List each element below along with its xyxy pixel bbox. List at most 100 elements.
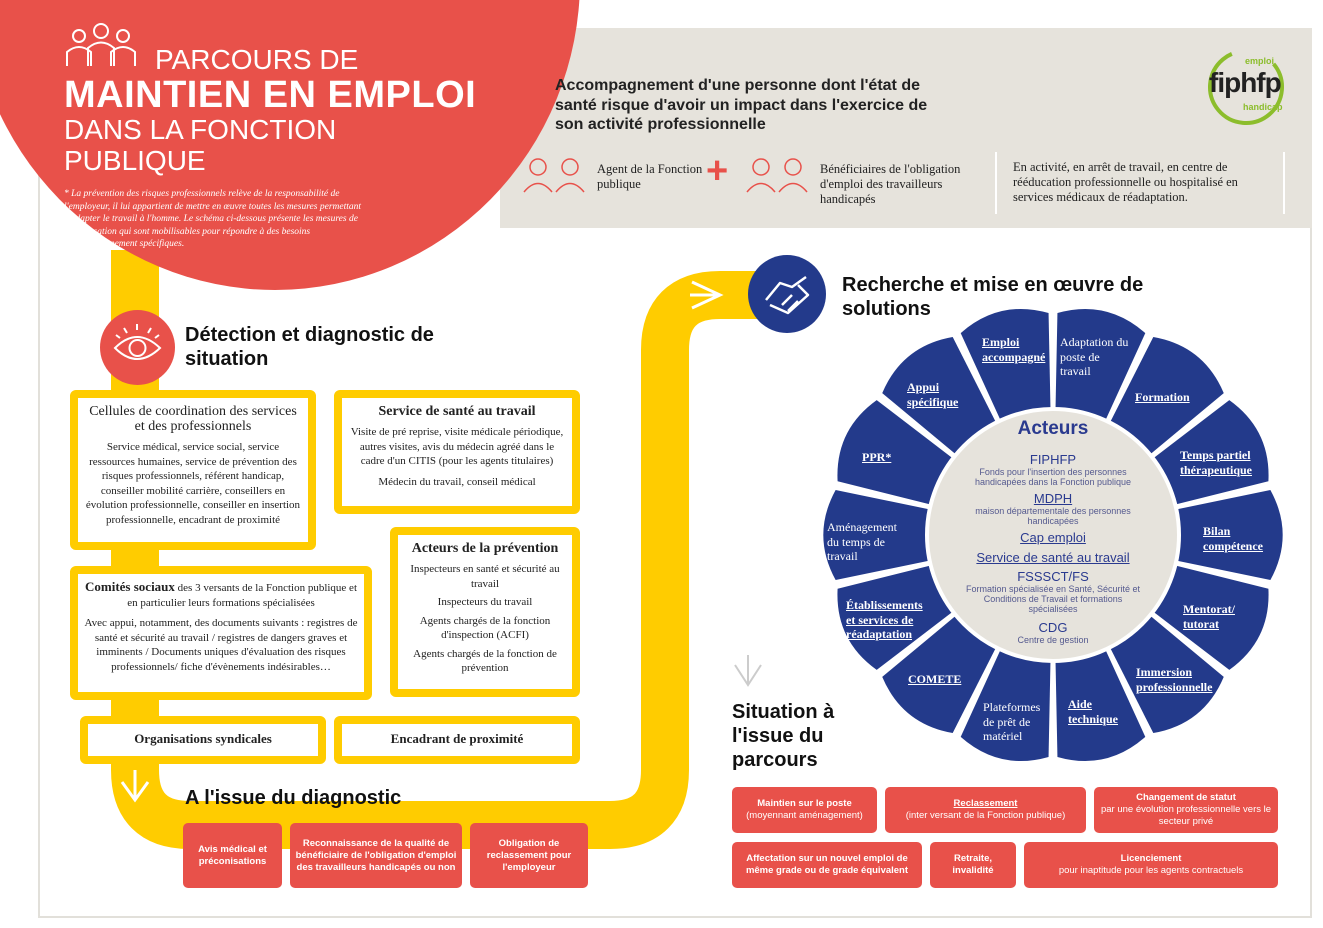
title-line2: MAINTIEN EN EMPLOI — [64, 74, 477, 116]
wheel-segment — [1055, 308, 1146, 426]
audience-agent: Agent de la Fonction publique — [597, 162, 703, 191]
wheel-emploi-accompagne[interactable]: Emploi accompagné — [982, 335, 1046, 364]
audience-beneficiaries: Bénéficiaires de l'obligation d'emploi d… — [820, 162, 961, 206]
outcome-bold: Changement de statut — [1136, 792, 1236, 803]
box-body: Avec appui, notamment, des documents sui… — [84, 617, 358, 673]
wheel-segment — [1148, 564, 1269, 670]
handshake-icon — [748, 255, 826, 333]
diagnostic-title: A l'issue du diagnostic — [185, 787, 402, 809]
outcome-title: Situation à l'issue du parcours — [732, 701, 835, 771]
box-body2: Médecin du travail, conseil médical — [378, 475, 536, 488]
wheel-mentorat[interactable]: Mentorat/ tutorat — [1183, 602, 1235, 631]
people-icon — [66, 23, 136, 66]
outcome-reclassement-final: Reclassement(inter versant de la Fonctio… — [885, 787, 1086, 833]
box-item: Agents chargés de la fonction d'inspecti… — [419, 614, 551, 642]
wheel-segment — [823, 489, 936, 581]
actor-desc: Centre de gestion — [1017, 635, 1089, 645]
footnote: * La prévention des risques professionne… — [64, 189, 362, 249]
wheel-segment — [960, 644, 1051, 762]
box-title: Acteurs de la prévention — [411, 541, 559, 556]
wheel-segment — [1107, 336, 1224, 459]
box-body: Visite de pré reprise, visite médicale p… — [350, 426, 564, 467]
box-syndicats: Organisations syndicales — [80, 716, 326, 764]
outcome-retraite: Retraite, invalidité — [930, 842, 1016, 888]
wheel-formation[interactable]: Formation — [1135, 390, 1190, 404]
actors-title: Acteurs — [1017, 418, 1089, 439]
box-item: Agents chargés de la fonction de prévent… — [413, 647, 557, 675]
title-line3: DANS LA FONCTION PUBLIQUE — [64, 114, 337, 176]
outcome-bold: Affectation sur un nouvel emploi de même… — [745, 853, 909, 876]
wheel-comete[interactable]: COMETE — [908, 672, 962, 686]
plus-icon: + — [706, 150, 729, 192]
actor-name: FSSSCT/FS — [1017, 569, 1089, 584]
title-line1: PARCOURS DE — [155, 44, 359, 75]
box-title: Comités sociaux — [85, 579, 175, 594]
wheel-segment — [1148, 400, 1269, 506]
outcome-affectation: Affectation sur un nouvel emploi de même… — [732, 842, 922, 888]
actors-circle — [925, 407, 1181, 663]
wheel-segment — [882, 336, 999, 459]
outcome-maintien: Maintien sur le poste(moyennant aménagem… — [732, 787, 877, 833]
outcome-bold[interactable]: Reclassement — [953, 798, 1018, 809]
box-encadrant: Encadrant de proximité — [334, 716, 580, 764]
wheel-appui-specifique[interactable]: Appui spécifique — [907, 380, 959, 409]
detection-title: Détection et diagnostic de situation — [185, 324, 434, 370]
wheel-etablissements[interactable]: Établissements et services de réadaptati… — [846, 598, 923, 641]
wheel-ppr[interactable]: PPR* — [862, 450, 892, 464]
box-coordination: Cellules de coordination des services et… — [70, 390, 316, 550]
outcome-normal: pour inaptitude pour les agents contract… — [1058, 865, 1244, 876]
box-item: Inspecteurs du travail — [437, 596, 533, 608]
header-band — [500, 28, 1312, 228]
outcome-avis: Avis médical et préconisations — [183, 823, 282, 888]
outcome-normal: par une évolution professionnelle vers l… — [1100, 804, 1272, 827]
wheel-segment — [960, 308, 1051, 426]
wheel-segment — [837, 564, 958, 670]
eye-icon — [100, 310, 175, 385]
solutions-wheel — [823, 308, 1283, 762]
actor-name: CDG — [1038, 620, 1068, 635]
wheel-segment — [1170, 489, 1283, 581]
beneficiaries-icon — [746, 158, 808, 193]
wheel-plateformes[interactable]: Plateformes de prêt de matériel — [983, 700, 1041, 743]
actor-sst[interactable]: Service de santé au travail — [953, 550, 1153, 565]
wheel-amenagement-temps[interactable]: Aménagement du temps de travail — [827, 520, 897, 563]
wheel-adaptation-poste[interactable]: Adaptation du poste de travail — [1060, 335, 1129, 378]
box-title: Service de santé au travail — [378, 404, 536, 419]
wheel-segment — [1107, 611, 1224, 734]
box-item: Inspecteurs en santé et sécurité au trav… — [410, 563, 560, 590]
wheel-temps-partiel[interactable]: Temps partiel thérapeutique — [1180, 448, 1252, 477]
actor-name[interactable]: Service de santé au travail — [976, 550, 1130, 565]
fiphfp-logo: emploi fiphfp handicap — [1205, 42, 1287, 132]
agents-icon — [523, 158, 585, 193]
wheel-segment — [882, 611, 999, 734]
actor-desc: Fonds pour l'insertion des personnes han… — [974, 467, 1132, 487]
outcome-bold: Retraite, invalidité — [952, 853, 994, 876]
box-title-rest: des 3 versants de la Fonction publique e… — [127, 582, 357, 609]
outcome-normal: (inter versant de la Fonction publique) — [905, 810, 1066, 821]
outcome-rqth: Reconnaissance de la qualité de bénéfici… — [290, 823, 462, 888]
situation-text: En activité, en arrêt de travail, en cen… — [995, 152, 1285, 214]
box-title: Cellules de coordination des services et… — [89, 404, 297, 434]
actor-name: FIPHFP — [1029, 452, 1077, 467]
wheel-segment — [837, 400, 958, 506]
actor-desc: maison départementale des personnes hand… — [975, 506, 1131, 526]
outcome-bold: Maintien sur le poste — [757, 798, 852, 809]
outcome-normal: (moyennant aménagement) — [746, 810, 863, 821]
actor-cap-emploi[interactable]: Cap emploi — [953, 530, 1153, 545]
wheel-bilan-competence[interactable]: Bilan compétence — [1203, 524, 1263, 553]
actor-name[interactable]: Cap emploi — [1020, 530, 1086, 545]
wheel-aide-technique[interactable]: Aide technique — [1068, 697, 1119, 726]
wheel-segment — [1055, 644, 1146, 762]
solutions-title: Recherche et mise en œuvre de solutions — [842, 274, 1144, 320]
wheel-immersion[interactable]: Immersion professionnelle — [1136, 665, 1213, 694]
box-body: Service médical, service social, service… — [85, 441, 301, 526]
actor-name[interactable]: MDPH — [1033, 491, 1073, 506]
subtitle: Accompagnement d'une personne dont l'éta… — [555, 77, 928, 133]
